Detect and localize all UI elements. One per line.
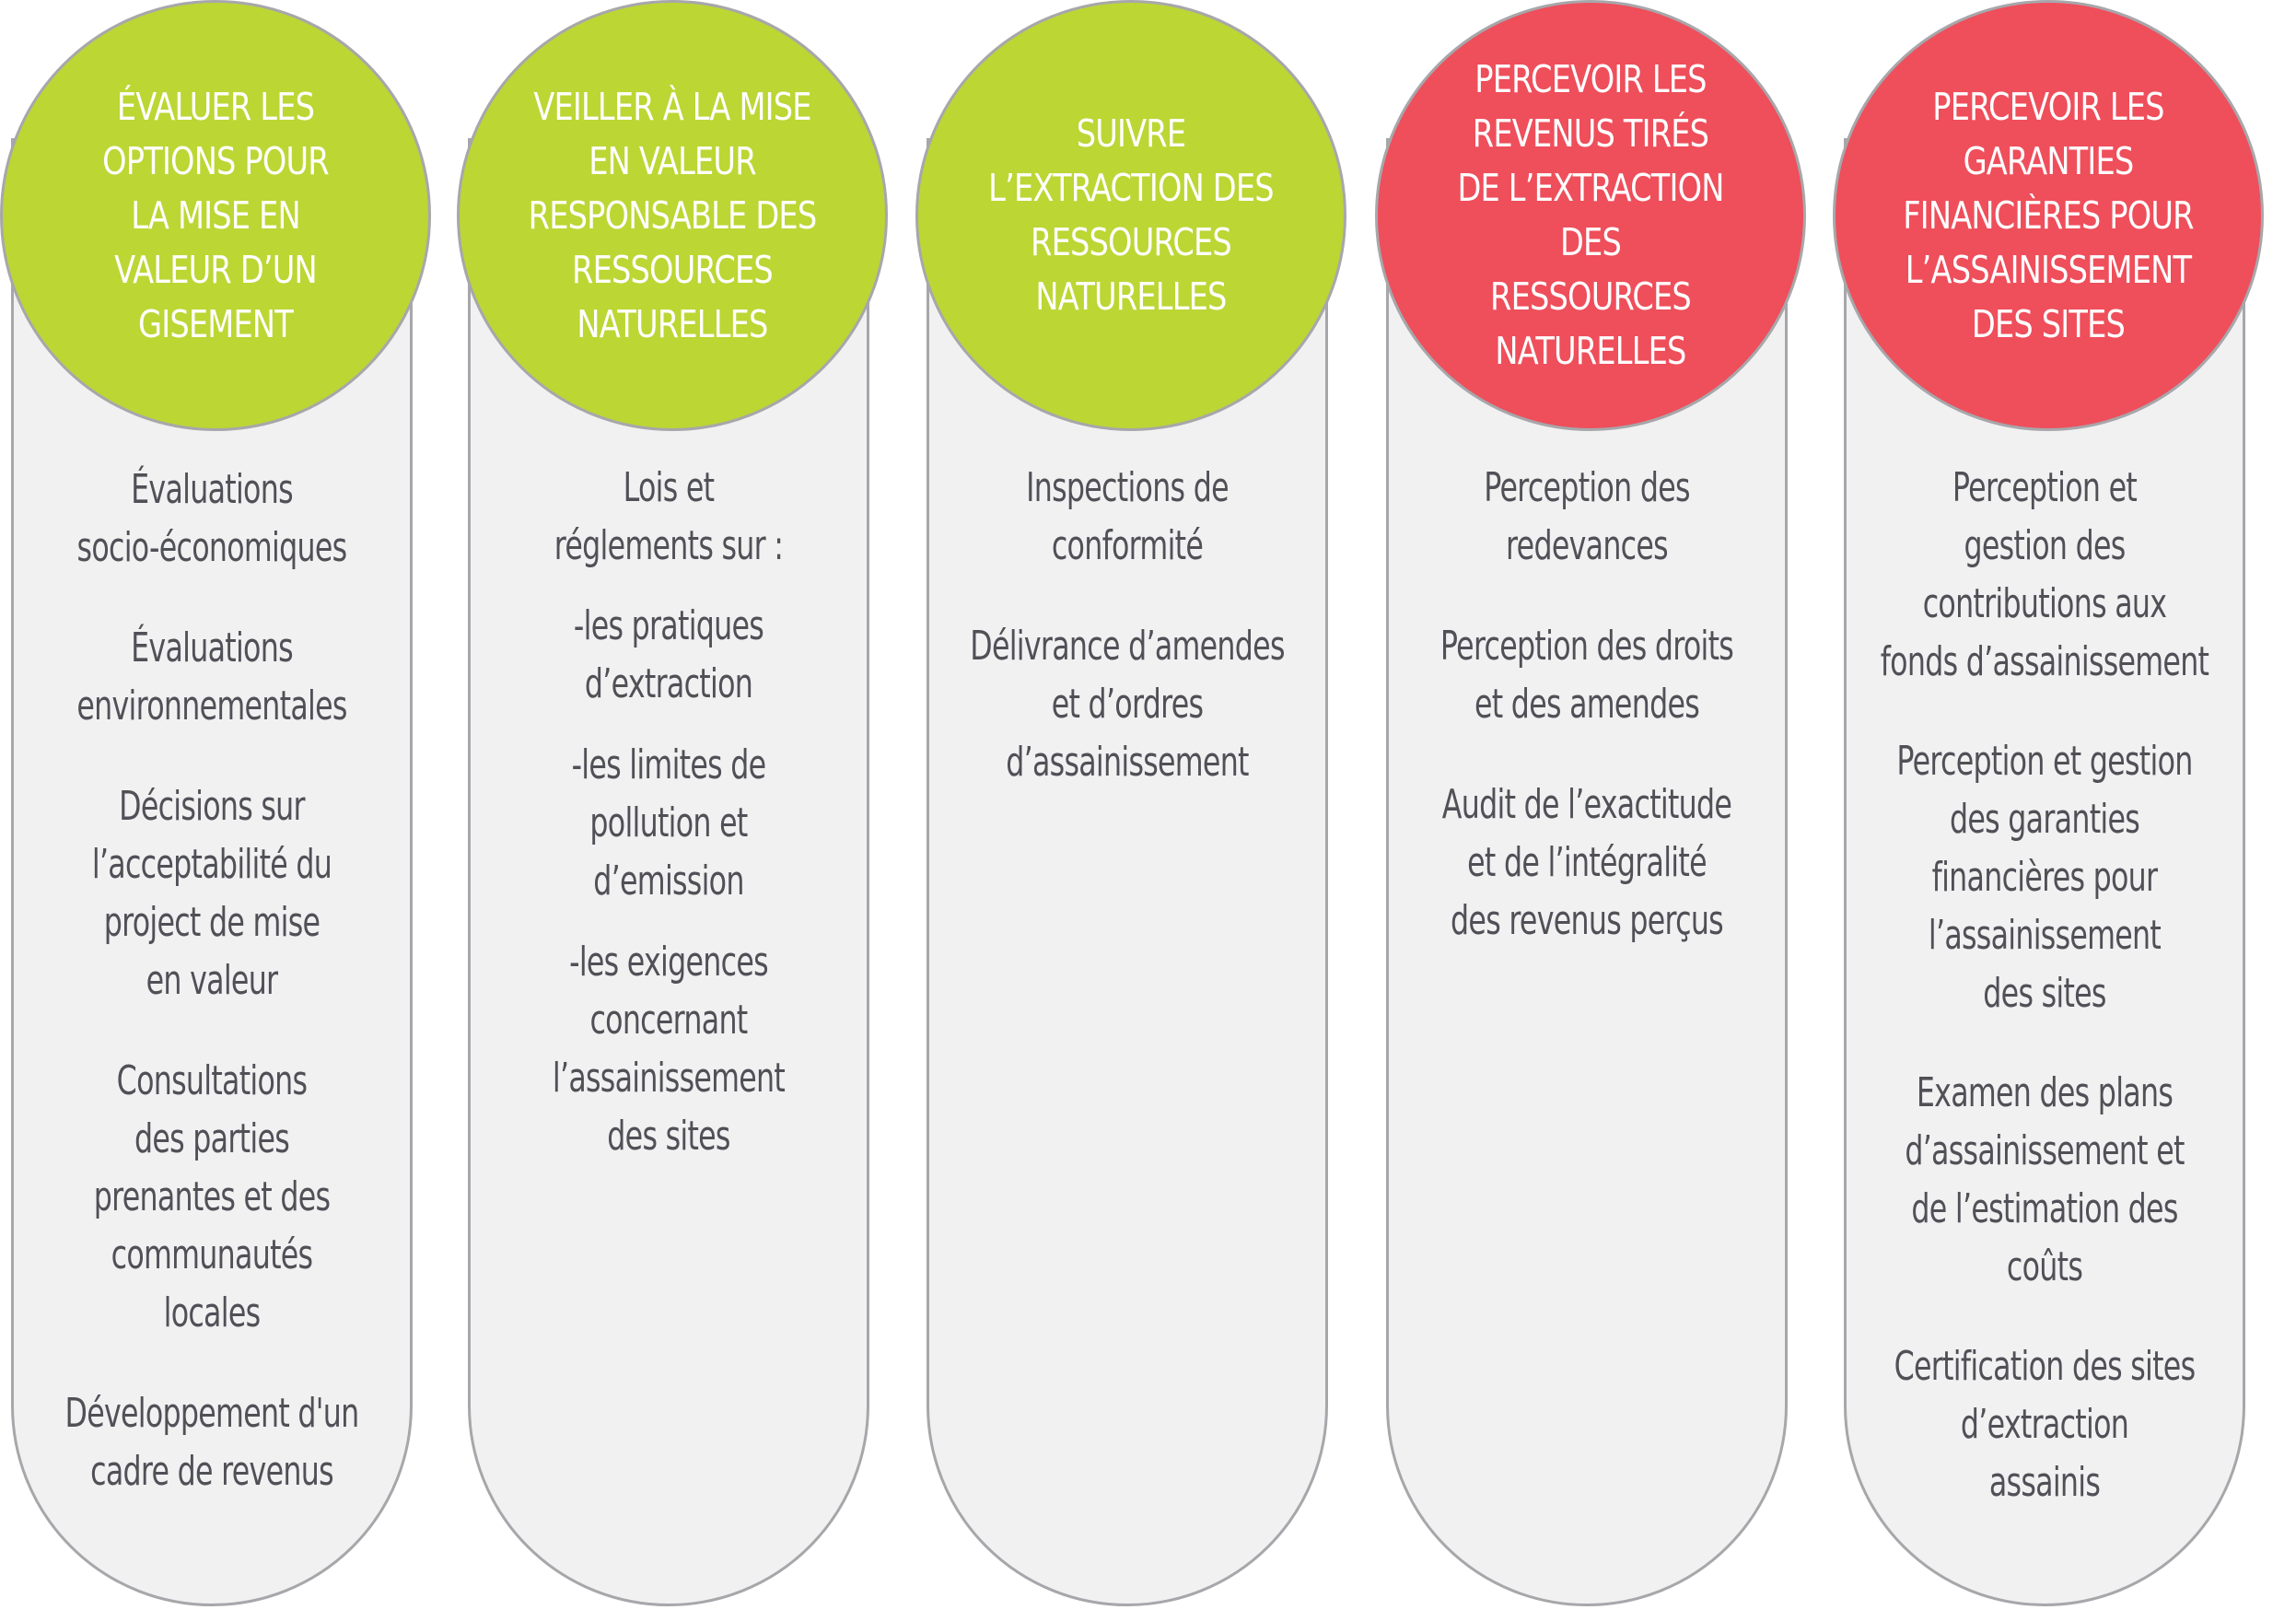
list-item: Perception des redevances <box>1484 464 1690 569</box>
column-title: ÉVALUER LES OPTIONS POUR LA MISE EN VALE… <box>102 84 330 346</box>
list-item: Délivrance d’amendes et d’ordres d’assai… <box>970 623 1285 786</box>
list-item: Développement d'un cadre de revenus <box>64 1390 360 1495</box>
list-item: Évaluations socio-économiques <box>76 466 348 571</box>
column-suivre: SUIVRE L’EXTRACTION DES RESSOURCES NATUR… <box>915 0 1348 1610</box>
header-circle: PERCEVOIR LES REVENUS TIRÉS DE L’EXTRACT… <box>1375 0 1806 431</box>
header-circle: VEILLER À LA MISE EN VALEUR RESPONSABLE … <box>457 0 888 431</box>
list-item: Lois et réglements sur : <box>554 464 784 569</box>
column-title: SUIVRE L’EXTRACTION DES RESSOURCES NATUR… <box>988 111 1274 319</box>
list-item: Évaluations environnementales <box>76 624 347 729</box>
column-title: PERCEVOIR LES REVENUS TIRÉS DE L’EXTRACT… <box>1457 57 1724 373</box>
list-item: -les limites de pollution et d’emission <box>571 741 767 904</box>
column-veiller: VEILLER À LA MISE EN VALEUR RESPONSABLE … <box>457 0 890 1610</box>
list-item: Examen des plans d’assainissement et de … <box>1905 1069 2185 1290</box>
column-percevoir-revenus: PERCEVOIR LES REVENUS TIRÉS DE L’EXTRACT… <box>1375 0 1808 1610</box>
list-item: -les exigences concernant l’assainisseme… <box>552 939 786 1160</box>
list-item: Audit de l’exactitude et de l’intégralit… <box>1441 781 1732 944</box>
header-circle: ÉVALUER LES OPTIONS POUR LA MISE EN VALE… <box>0 0 431 431</box>
list-item: Inspections de conformité <box>1026 464 1229 569</box>
list-item: -les pratiques d’extraction <box>573 602 764 707</box>
list-item: Décisions sur l’acceptabilité du project… <box>91 783 332 1004</box>
list-item: Perception des droits et des amendes <box>1439 623 1734 728</box>
list-item: Certification des sites d’extraction ass… <box>1894 1343 2196 1506</box>
header-circle: PERCEVOIR LES GARANTIES FINANCIÈRES POUR… <box>1833 0 2264 431</box>
item-list: Lois et réglements sur : -les pratiques … <box>468 459 869 1188</box>
list-item: Perception et gestion des garanties fina… <box>1896 738 2193 1017</box>
header-circle: SUIVRE L’EXTRACTION DES RESSOURCES NATUR… <box>915 0 1346 431</box>
column-title: PERCEVOIR LES GARANTIES FINANCIÈRES POUR… <box>1903 84 2194 346</box>
item-list: Évaluations socio-économiques Évaluation… <box>11 461 413 1543</box>
column-title: VEILLER À LA MISE EN VALEUR RESPONSABLE … <box>528 84 818 346</box>
column-percevoir-garanties: PERCEVOIR LES GARANTIES FINANCIÈRES POUR… <box>1833 0 2266 1610</box>
item-list: Perception et gestion des contributions … <box>1844 459 2245 1553</box>
item-list: Inspections de conformité Délivrance d’a… <box>927 459 1328 834</box>
list-item: Perception et gestion des contributions … <box>1880 464 2209 685</box>
list-item: Consultations des parties prenantes et d… <box>93 1057 331 1336</box>
column-evaluer: ÉVALUER LES OPTIONS POUR LA MISE EN VALE… <box>0 0 433 1610</box>
item-list: Perception des redevances Perception des… <box>1386 459 1788 992</box>
